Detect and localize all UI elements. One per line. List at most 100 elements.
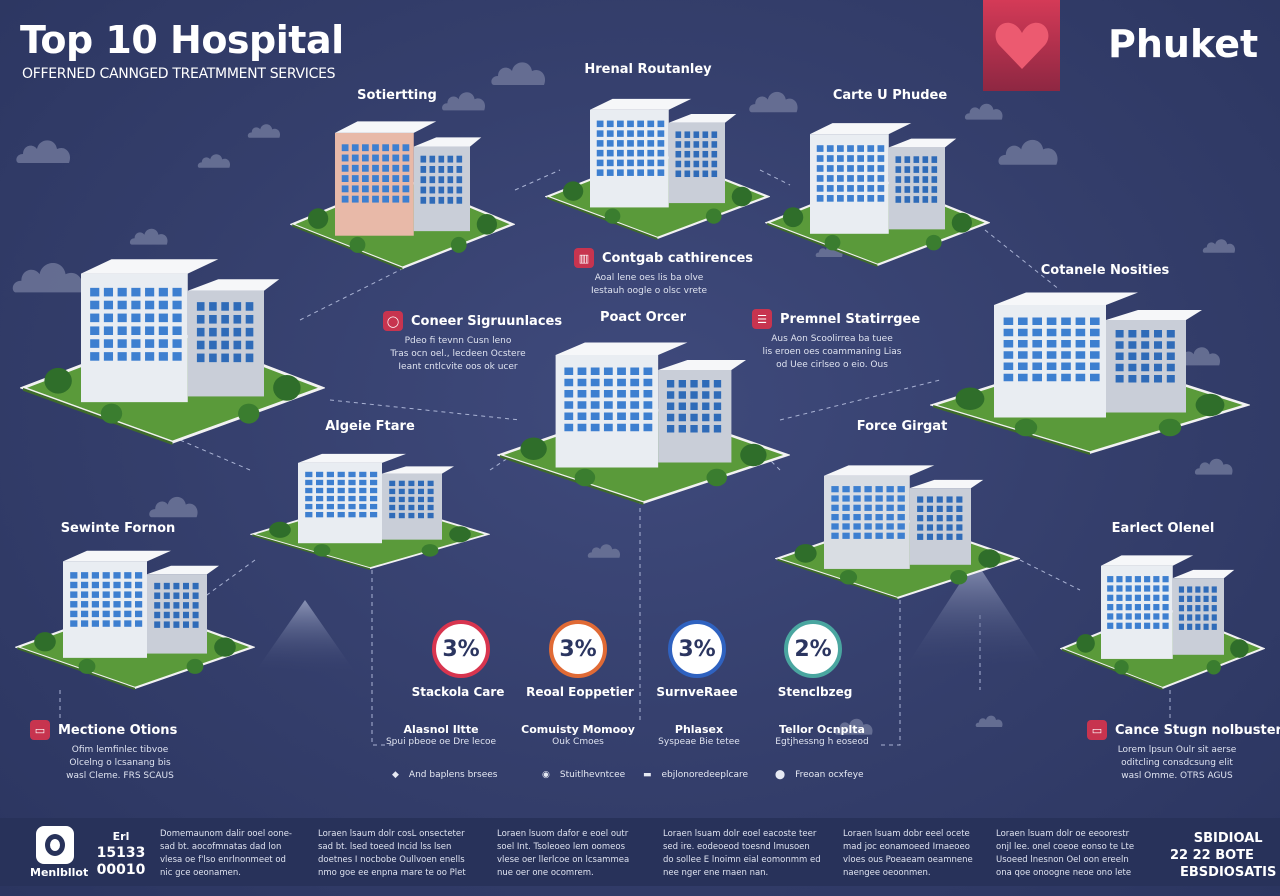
sub-item-title: Comuisty Momooy — [521, 723, 635, 736]
footer-text-line: ona qoe onoogne neoe ono lete — [996, 868, 1132, 878]
footer-text-line: naengee oeoonmen. — [843, 868, 931, 878]
footer-text-line: Loraen lsuam dolr eoel eacoste teer — [663, 829, 817, 839]
hospital-building-10 — [1060, 555, 1265, 690]
cloud-icon — [749, 91, 798, 112]
footer-text-line: soel Int. Tsoleoeo lem oomeos — [497, 842, 626, 852]
info-line: wasl Omme. OTRS AGUS — [1121, 771, 1233, 781]
info-line: Ieant cntlcvite oos ok ucer — [398, 362, 518, 372]
info-line: oditcling consdcsung elit — [1121, 758, 1233, 768]
legend-label: Freoan ocxfeye — [795, 770, 864, 780]
cloud-icon — [815, 245, 843, 257]
footer-column: Loraen lsuam dolr oe eeoorestr onjl lee. … — [996, 828, 1156, 880]
footer-text-line: mad joc eonamoeed Irnaeoeo — [843, 842, 970, 852]
info-line: Pdeo fi tevnn Cusn leno — [404, 336, 512, 346]
footer-column: Loraen lsuom dafor e eoel outr soel Int. … — [497, 828, 657, 880]
info-title: Contgab cathirences — [602, 250, 753, 266]
legend-item: ⬤ Freoan ocxfeye — [775, 770, 864, 780]
ring-logo-icon — [36, 826, 74, 864]
diamond-icon: ◆ — [392, 770, 399, 780]
city-name: Phuket — [1108, 22, 1259, 66]
page-title: Top 10 Hospital — [20, 18, 344, 62]
hospital-label: Sewinte Fornon — [60, 521, 176, 536]
stat-circle: 3% — [432, 620, 490, 678]
page-subtitle: OFFERNED CANNGED TREATMMENT SERVICES — [22, 66, 336, 82]
sub-item-desc: Ouk Cmoes — [552, 737, 604, 747]
footer-text-line: onjl lee. onel coeoe eonso te Lte — [996, 842, 1135, 852]
footer-text-line: vlesa oe f'lso enrlnonmeet od — [160, 855, 286, 865]
info-line: Tras ocn oel., lecdeen Ocstere — [390, 349, 526, 359]
sub-item-title: Alasnol Iltte — [403, 723, 479, 736]
cloud-icon — [129, 228, 168, 245]
stat-circle: 3% — [668, 620, 726, 678]
document-icon: ☰ — [752, 309, 772, 329]
legend-label: ebjlonoredeeplcare — [661, 770, 749, 780]
footer-text-line: Domemaunom dalir ooel oone- — [160, 829, 293, 839]
hospital-building-5 — [930, 292, 1250, 455]
heart-badge — [983, 0, 1060, 91]
info-line: wasl Cleme. FRS SCAUS — [66, 771, 174, 781]
info-title: Coneer Sigruunlaces — [411, 313, 563, 329]
mountain-icon — [905, 560, 1045, 668]
sub-item-title: Tellor Ocnplta — [779, 723, 865, 736]
footer-right-line: 22 22 BOTE — [1170, 848, 1254, 863]
building-icon: ▥ — [574, 248, 594, 268]
footer-text-line: sad bt. lsed toeed Incid lss lsen — [318, 842, 452, 852]
footer-number: 00010 — [96, 862, 146, 878]
hospital-building-2 — [545, 98, 770, 240]
target-icon: ◉ — [542, 770, 550, 780]
info-block: ◯ Coneer Sigruunlaces Pdeo fi tevnn Cusn … — [383, 311, 562, 374]
hospital-label: Hrenal Routanley — [584, 62, 712, 77]
hospital-building-8 — [775, 465, 1020, 600]
hospital-label: Carte U Phudee — [832, 88, 948, 103]
hospital-building-7 — [250, 453, 490, 570]
logo-label: Menlbllot — [30, 866, 89, 879]
cloud-icon — [442, 92, 486, 111]
legend-label: Stuitlhevntcee — [559, 770, 626, 780]
hospital-label: Cotanele Nosities — [1040, 263, 1170, 278]
cloud-icon — [12, 262, 83, 292]
info-block: ▥ Contgab cathirences Aoal lene oes lis b… — [574, 248, 753, 298]
hospital-label: Sotiertting — [357, 88, 437, 103]
hospital-building-6 — [497, 342, 790, 505]
info-block: ☰Premnel Statirrgee Aus Aon Scoolirrea b… — [752, 309, 920, 372]
monitor-icon: ▭ — [30, 720, 50, 740]
map-pin-icon: ⬤ — [775, 770, 786, 780]
footer-right-line: EBSDIOSATIS — [1180, 865, 1277, 880]
info-line: Lorem lpsun Oulr sit aerse — [1117, 745, 1237, 755]
legend-item: ◆And baplens brsees — [392, 770, 497, 780]
sub-item-desc: Egtjhessng h eoseod — [775, 737, 869, 747]
sub-item-desc: Syspeae Bie tetee — [658, 737, 740, 747]
info-line: lis eroen oes coammaning Lias — [762, 347, 902, 357]
cloud-icon — [834, 718, 873, 735]
hospital-label: Force Girgat — [856, 419, 948, 434]
hospital-building-1 — [290, 121, 515, 270]
hospital-label: Algeie Ftare — [325, 419, 415, 434]
cloud-icon — [1194, 458, 1233, 475]
footer-text-line: sad bt. aocofmnatas dad lon — [160, 842, 282, 852]
hospital-building-9 — [15, 550, 255, 690]
footer-text-line: Loraen lsuam dolr oe eeoorestr — [996, 829, 1130, 839]
footer-number: Erl — [112, 830, 130, 843]
footer-column: Domemaunom dalir ooel oone-sad bt. aocof… — [160, 828, 320, 880]
info-line: Iestauh oogle o olsc vrete — [590, 286, 708, 296]
stat-circle: 2% — [784, 620, 842, 678]
ring-icon: ◯ — [383, 311, 403, 331]
footer-text-line: vlese oer llerlcoe on lcsammea — [497, 855, 630, 865]
cloud-icon — [1177, 347, 1221, 366]
mountain-icon — [255, 600, 355, 672]
footer-text-line: nmo goe ee enpna mare te oo Plet — [318, 868, 466, 878]
info-line: Aoal lene oes lis ba olve — [594, 273, 704, 283]
info-line: Olcelng o lcsanang bis — [69, 758, 171, 768]
stat-label: Stackola Care — [411, 685, 505, 699]
info-title: Mectione Otions — [58, 722, 178, 738]
cloud-icon — [964, 103, 1003, 120]
monitor-icon: ▭ — [1087, 720, 1107, 740]
footer-text-line: Loraen lsuom dafor e eoel outr — [497, 829, 629, 839]
info-line: od Uee cirlseo o eio. Ous — [776, 360, 888, 370]
